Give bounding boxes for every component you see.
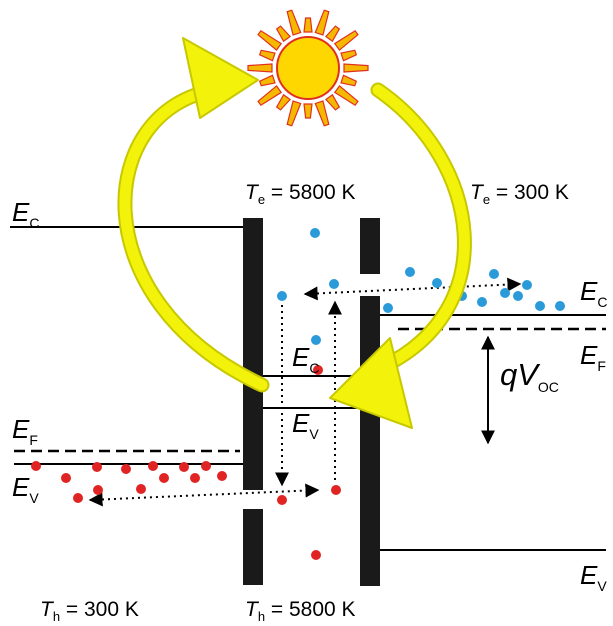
- hole: [31, 461, 41, 471]
- electron: [310, 228, 320, 238]
- electron: [535, 301, 545, 311]
- electron: [500, 288, 510, 298]
- hole: [121, 464, 131, 474]
- right-conduction-band-label: EC: [580, 276, 607, 310]
- hole: [93, 485, 103, 495]
- right-barrier-upper: [360, 218, 380, 274]
- holes: [31, 365, 341, 560]
- electron: [432, 278, 442, 288]
- electron: [477, 297, 487, 307]
- sun-ray: [314, 100, 330, 127]
- sun-ray: [325, 25, 341, 43]
- hole: [159, 473, 169, 483]
- sun-ray: [303, 17, 313, 33]
- sun-ray: [257, 85, 283, 107]
- sun-ray: [275, 93, 291, 111]
- sun-ray: [247, 63, 273, 73]
- sun-ray: [333, 85, 359, 107]
- hole-extraction-arrow: [88, 483, 320, 507]
- hole: [311, 550, 321, 560]
- hole: [313, 365, 323, 375]
- hole: [277, 495, 287, 505]
- left-conduction-band-label: EC: [12, 197, 39, 231]
- emission-arrow-inner: [372, 84, 470, 374]
- electron: [513, 291, 523, 301]
- left-fermi-level-label: EF: [12, 414, 38, 448]
- sun-ray: [343, 63, 369, 73]
- right-barrier-lower: [360, 296, 380, 586]
- open-circuit-voltage-label: qVOC: [500, 357, 559, 395]
- transport-arrows: [88, 277, 522, 507]
- sun-icon: [247, 9, 369, 127]
- hole: [201, 461, 211, 471]
- electron: [555, 301, 565, 311]
- electron: [489, 269, 499, 279]
- sun-ray: [258, 74, 276, 87]
- sun-ray: [257, 29, 283, 51]
- hole: [148, 461, 158, 471]
- left-barrier-lower: [243, 509, 263, 585]
- hole-temperature-center: Th = 5800 K: [245, 598, 356, 624]
- electron: [522, 280, 532, 290]
- absorption-arrowhead: [182, 37, 259, 119]
- hole: [190, 473, 200, 483]
- hole: [331, 485, 341, 495]
- sun-ray: [258, 49, 276, 62]
- sun-ray: [340, 49, 358, 62]
- hole: [92, 462, 102, 472]
- sun-ray: [286, 9, 302, 36]
- sun-ray: [286, 100, 302, 127]
- sun-ray: [314, 9, 330, 36]
- electron-temperature-right: Te = 300 K: [470, 181, 569, 207]
- electron: [329, 279, 339, 289]
- hole: [136, 484, 146, 494]
- hole: [61, 473, 71, 483]
- sun-ray: [325, 93, 341, 111]
- left-barrier-upper: [243, 218, 263, 490]
- sun-ray: [275, 25, 291, 43]
- sun-disc: [276, 36, 340, 100]
- left-valence-band-label: EV: [12, 472, 39, 506]
- sun-ray: [303, 103, 313, 119]
- hole: [217, 471, 227, 481]
- hole-temperature-left: Th = 300 K: [40, 598, 139, 624]
- center-valence-band-label: EV: [292, 408, 319, 442]
- emission-arrowhead: [329, 337, 413, 429]
- electron: [405, 267, 415, 277]
- electron: [383, 303, 393, 313]
- electron: [277, 291, 287, 301]
- yellow-arrows: [117, 37, 472, 429]
- hole: [73, 493, 83, 503]
- right-fermi-level-label: EF: [580, 340, 606, 374]
- sun-ray: [333, 29, 359, 51]
- right-valence-band-label: EV: [580, 560, 607, 594]
- sun-ray: [340, 74, 358, 87]
- center-conduction-band-label: EC: [292, 342, 319, 376]
- absorption-arrow-inner: [119, 84, 268, 391]
- electron: [311, 335, 321, 345]
- electrons: [277, 228, 565, 345]
- hole: [179, 462, 189, 472]
- electron-temperature-center: Te = 5800 K: [245, 181, 356, 207]
